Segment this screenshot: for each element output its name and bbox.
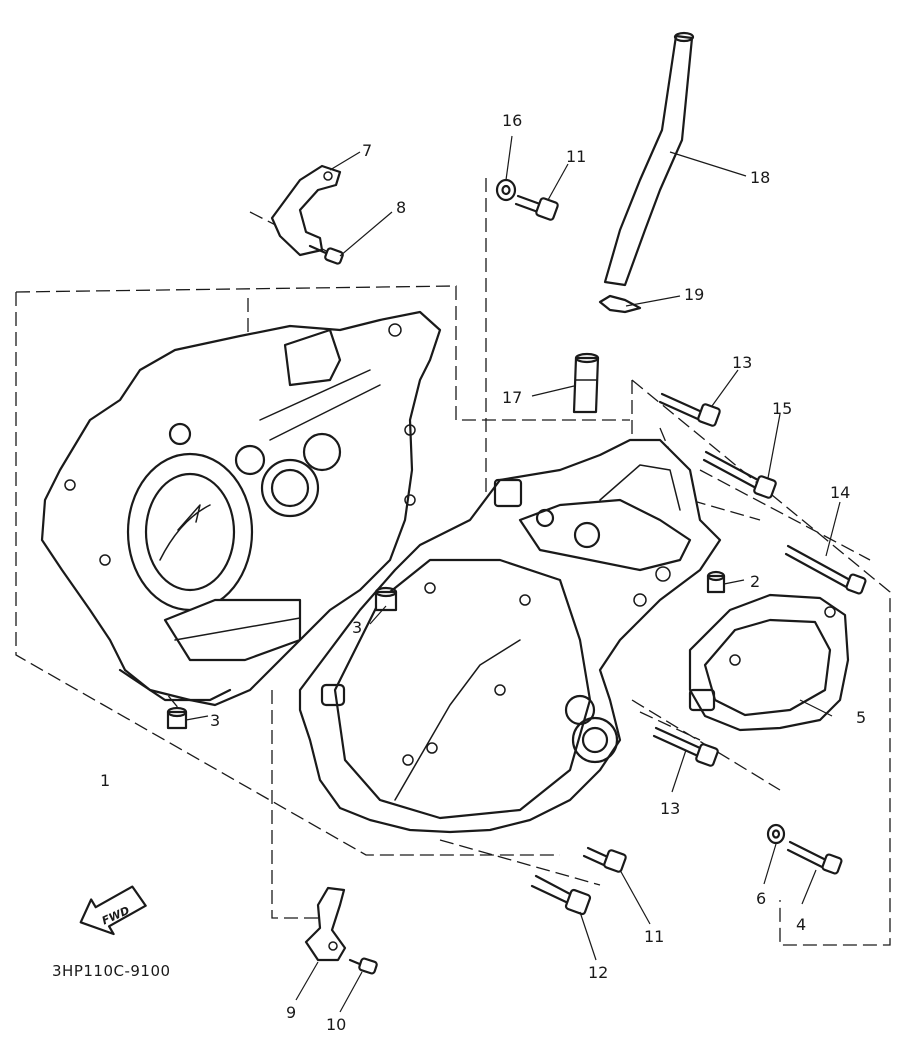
callout-13-upper: 13: [732, 353, 752, 372]
callout-15: 15: [772, 399, 792, 418]
left-crankcase-half: [40, 310, 442, 707]
callout-4: 4: [796, 915, 806, 934]
callout-3-lower: 3: [210, 711, 220, 730]
washer-16: [495, 178, 517, 202]
lower-bracket: [304, 886, 347, 962]
callout-14: 14: [830, 483, 850, 502]
upper-bracket: [270, 164, 342, 257]
callout-12: 12: [588, 963, 608, 982]
callout-19: 19: [684, 285, 704, 304]
bolt-14: [784, 544, 867, 595]
dowel-pin-2: [706, 570, 726, 594]
bolt-13-upper: [658, 392, 721, 427]
callout-18: 18: [750, 168, 770, 187]
drawing-code: 3HP110C-9100: [52, 962, 171, 980]
screw-8: [308, 244, 344, 265]
bolt-12: [530, 874, 592, 916]
bolt-15: [702, 450, 777, 499]
callout-6: 6: [756, 889, 766, 908]
callout-17: 17: [502, 388, 522, 407]
callout-10: 10: [326, 1015, 346, 1034]
washer-6: [766, 823, 786, 845]
breather-fitting: [572, 352, 600, 414]
screw-10: [348, 957, 378, 975]
bolt-11-lower: [582, 846, 627, 873]
forward-arrow-icon: FWD: [79, 885, 147, 936]
dowel-pin-3-upper: [374, 586, 398, 612]
callout-13-lower: 13: [660, 799, 680, 818]
right-crankcase-half: [298, 438, 722, 834]
crankcase-cover: [688, 593, 850, 732]
callout-11-upper: 11: [566, 147, 586, 166]
callout-11-lower: 11: [644, 927, 664, 946]
bolt-4: [786, 840, 843, 875]
callout-labels: 1 2 3 3 4 5 6 7 8 9 10 11 11 12 13 13 14…: [100, 111, 866, 1034]
callout-16: 16: [502, 111, 522, 130]
callout-7: 7: [362, 141, 372, 160]
bolt-13-lower: [652, 726, 719, 767]
breather-pipe: [603, 31, 695, 287]
bolt-11-upper: [514, 194, 559, 221]
callout-2: 2: [750, 572, 760, 591]
callout-3-upper: 3: [352, 618, 362, 637]
callout-5: 5: [856, 708, 866, 727]
callout-1: 1: [100, 771, 110, 790]
callout-leaders: [185, 135, 841, 1013]
pipe-clip: [598, 294, 642, 314]
dowel-pin-3-lower: [166, 706, 188, 730]
callout-9: 9: [286, 1003, 296, 1022]
callout-8: 8: [396, 198, 406, 217]
